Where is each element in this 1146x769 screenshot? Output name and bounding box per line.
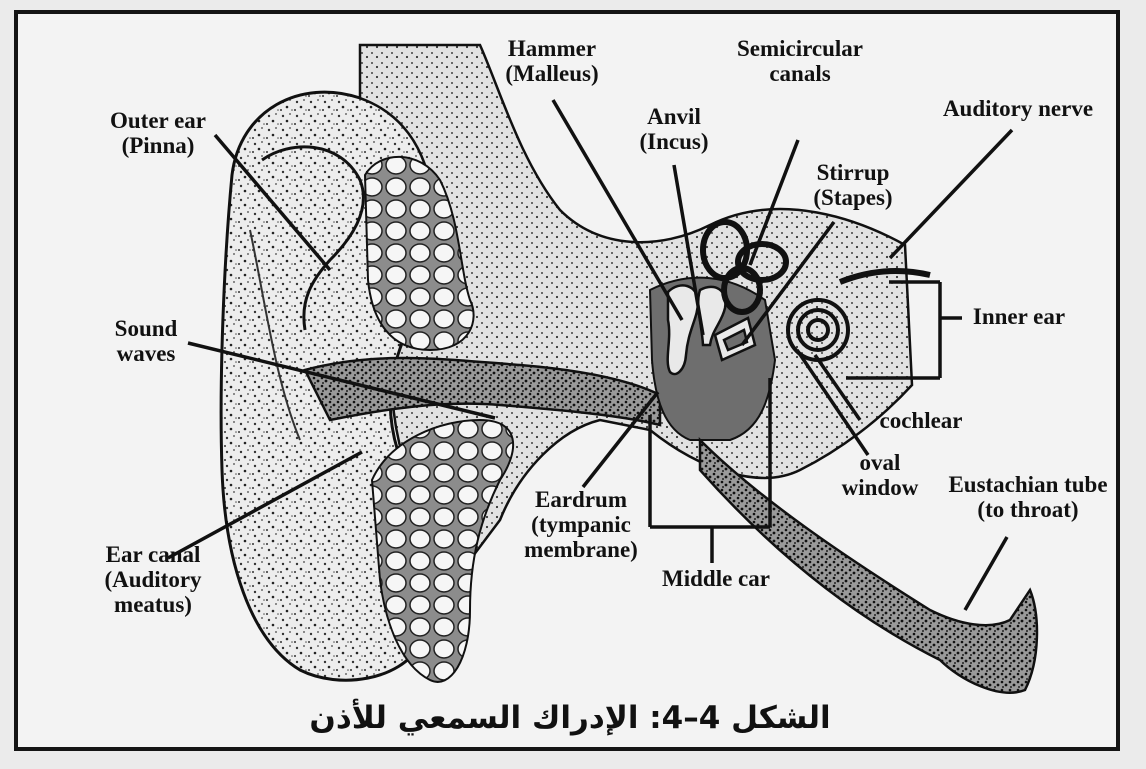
label-cochlear: cochlear xyxy=(866,408,976,433)
label-inner-ear: Inner ear xyxy=(964,304,1074,329)
label-hammer: Hammer(Malleus) xyxy=(482,36,622,86)
label-eustachian-tube: Eustachian tube(to throat) xyxy=(930,472,1126,522)
figure-caption: الشكل 4–4: الإدراك السمعي للأذن xyxy=(260,700,880,736)
label-auditory-nerve: Auditory nerve xyxy=(926,96,1110,121)
label-outer-ear: Outer ear(Pinna) xyxy=(92,108,224,158)
label-middle-ear: Middle car xyxy=(648,566,784,591)
label-stirrup: Stirrup(Stapes) xyxy=(794,160,912,210)
label-anvil: Anvil(Incus) xyxy=(618,104,730,154)
